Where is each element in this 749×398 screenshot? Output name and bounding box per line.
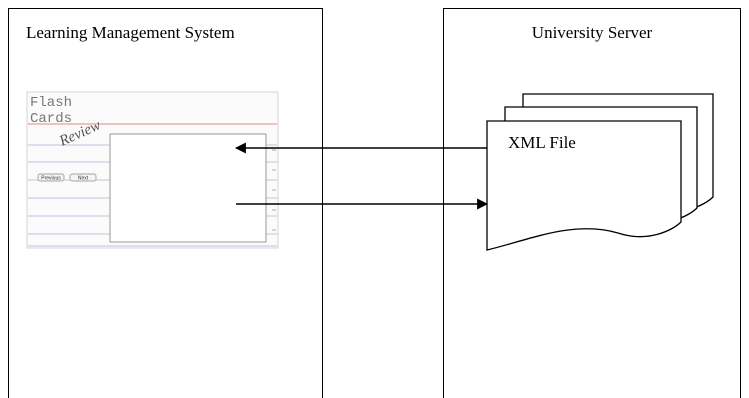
lms-panel-title: Learning Management System: [26, 23, 235, 42]
previous-button[interactable]: Previous: [37, 173, 65, 182]
document-front: [486, 120, 682, 251]
flashcard-app-screenshot: Flash Cards Review Previous Next: [26, 91, 279, 249]
tick-marks: [272, 149, 276, 231]
server-panel-title: University Server: [531, 23, 653, 42]
flashcard-title-line1: Flash: [30, 95, 72, 111]
flashcard-title-line2: Cards: [30, 111, 72, 127]
xml-document-stack: XML File: [486, 93, 714, 251]
next-button-label: Next: [78, 176, 89, 182]
previous-button-label: Previous: [41, 176, 61, 182]
flashcard-card: [109, 133, 267, 243]
xml-file-label: XML File: [508, 133, 576, 152]
next-button[interactable]: Next: [69, 173, 97, 182]
diagram-canvas: Flash Cards Review Previous Next XML Fil…: [26, 91, 714, 251]
